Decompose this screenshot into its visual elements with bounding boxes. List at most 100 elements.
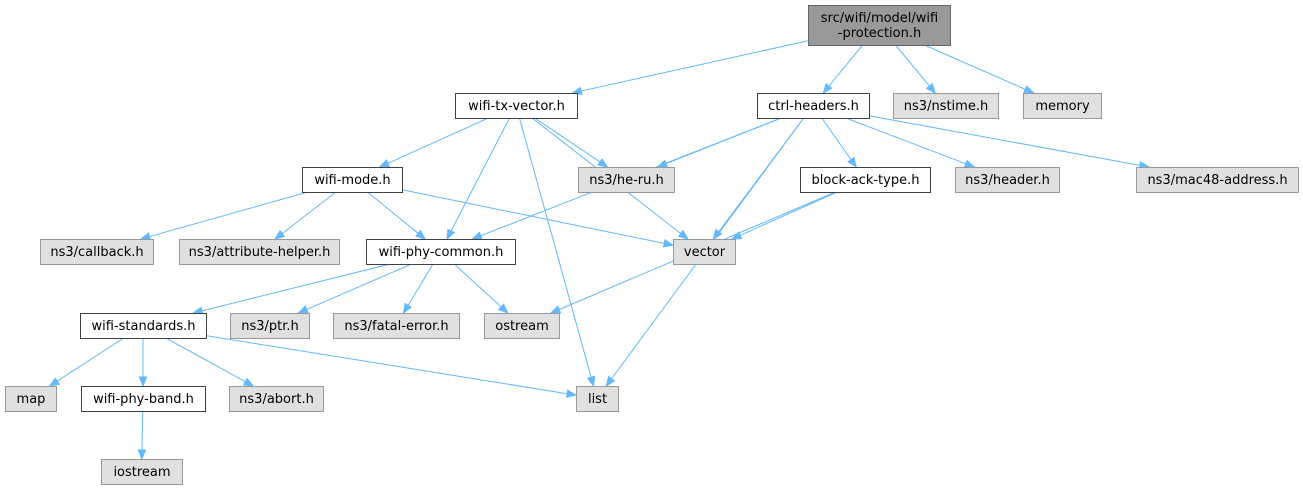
node-wifi-mode[interactable]: wifi-mode.h	[302, 167, 403, 193]
node-iostream: iostream	[101, 459, 183, 485]
edge-wifi_mode-to-wifi_phy_common	[367, 191, 419, 234]
node-box	[1023, 93, 1102, 119]
arrowhead-wifi_phy_band-to-iostream	[137, 449, 147, 461]
node-box	[578, 167, 675, 193]
arrowhead-wifi_phy_common-to-fatal_error	[402, 302, 413, 315]
arrowhead-wifi_tx_vector-to-list	[586, 375, 596, 388]
node-label: wifi-phy-common.h	[379, 245, 504, 260]
node-box	[179, 239, 340, 265]
node-box	[955, 167, 1060, 193]
node-box	[333, 313, 460, 339]
arrowhead-ctrl_headers-to-block_ack_type	[847, 156, 857, 169]
arrowhead-root-to-ctrl_headers	[822, 82, 833, 95]
node-label: memory	[1035, 99, 1090, 114]
node-label: iostream	[113, 465, 170, 480]
arrowhead-wifi_mode-to-attribute_helper	[274, 229, 286, 240]
edge-wifi_standards-to-map	[57, 337, 125, 382]
edge-root-to-wifi_tx_vector	[581, 40, 809, 92]
node-root: src/wifi/model/wifi-protection.h	[808, 5, 951, 46]
node-label: ns3/he-ru.h	[589, 173, 664, 188]
node-label: vector	[684, 245, 726, 260]
node-he-ru: ns3/he-ru.h	[578, 167, 675, 193]
node-box	[101, 459, 183, 485]
node-callback: ns3/callback.h	[40, 239, 154, 265]
edge-wifi_phy_common-to-fatal_error	[407, 263, 434, 306]
edge-ctrl_headers-to-he_ru	[665, 117, 782, 165]
arrowhead-block_ack_type-to-ostream	[549, 305, 562, 314]
node-ptr: ns3/ptr.h	[230, 313, 310, 339]
arrowhead-wifi_standards-to-map	[48, 377, 61, 387]
arrowhead-wifi_tx_vector-to-he_ru	[597, 158, 609, 168]
edge-ctrl_headers-to-header	[845, 117, 966, 165]
node-mac48: ns3/mac48-address.h	[1136, 167, 1299, 193]
arrowhead-wifi_tx_vector-to-wifi_mode	[378, 159, 391, 168]
edge-wifi_phy_common-to-ostream	[453, 263, 502, 308]
node-label: map	[17, 392, 46, 407]
node-wifi-phy-band[interactable]: wifi-phy-band.h	[81, 386, 206, 412]
node-wifi-phy-common[interactable]: wifi-phy-common.h	[366, 239, 516, 265]
node-label: ns3/abort.h	[239, 392, 314, 407]
node-box	[484, 313, 560, 339]
node-label: ns3/mac48-address.h	[1147, 173, 1287, 188]
node-wifi-standards[interactable]: wifi-standards.h	[80, 313, 207, 339]
arrowhead-wifi_standards-to-abort	[242, 377, 255, 387]
arrowhead-wifi_mode-to-wifi_phy_common	[415, 229, 427, 240]
node-attribute-helper: ns3/attribute-helper.h	[179, 239, 340, 265]
node-ctrl-headers[interactable]: ctrl-headers.h	[757, 93, 870, 119]
arrowhead-wifi_phy_common-to-ostream	[497, 303, 509, 314]
node-box	[673, 239, 736, 265]
node-label: ns3/nstime.h	[904, 99, 988, 114]
edge-wifi_tx_vector-to-wifi_phy_common	[450, 117, 510, 232]
node-label: wifi-tx-vector.h	[468, 99, 565, 114]
node-block-ack-type[interactable]: block-ack-type.h	[800, 167, 931, 193]
node-box	[893, 93, 999, 119]
node-list: list	[576, 386, 619, 412]
edge-wifi_mode-to-callback	[149, 191, 308, 238]
node-box	[81, 386, 206, 412]
edge-wifi_standards-to-list	[205, 335, 568, 395]
node-box	[302, 167, 403, 193]
edge-wifi_mode-to-vector	[401, 189, 665, 244]
node-memory: memory	[1023, 93, 1102, 119]
node-vector: vector	[673, 239, 736, 265]
node-box	[455, 93, 578, 119]
node-box	[576, 386, 619, 412]
node-label: wifi-mode.h	[314, 173, 390, 188]
edge-ctrl_headers-to-mac48	[868, 115, 1140, 166]
node-box	[5, 386, 57, 412]
node-label: ns3/attribute-helper.h	[189, 245, 331, 260]
arrowhead-wifi_phy_common-to-ptr	[297, 305, 309, 314]
node-nstime: ns3/nstime.h	[893, 93, 999, 119]
node-ostream: ostream	[484, 313, 560, 339]
node-box	[800, 167, 931, 193]
node-abort: ns3/abort.h	[229, 386, 324, 412]
arrowhead-wifi_standards-to-list	[565, 389, 578, 398]
node-label: ostream	[495, 319, 549, 334]
arrowhead-block_ack_type-to-vector	[730, 231, 743, 240]
arrowhead-wifi_mode-to-callback	[139, 232, 152, 241]
edge-wifi_tx_vector-to-list	[518, 117, 592, 378]
node-wifi-tx-vector[interactable]: wifi-tx-vector.h	[455, 93, 578, 119]
edge-wifi_tx_vector-to-he_ru	[534, 117, 601, 163]
node-label: block-ack-type.h	[812, 173, 920, 188]
arrowhead-root-to-nstime	[925, 82, 937, 95]
arrowhead-root-to-memory	[1023, 85, 1035, 94]
node-box	[366, 239, 516, 265]
edge-wifi_standards-to-abort	[165, 337, 246, 383]
arrowhead-wifi_tx_vector-to-vector	[677, 229, 689, 240]
edge-wifi_phy_band-to-iostream	[141, 410, 144, 451]
edge-root-to-nstime	[895, 44, 930, 87]
node-fatal-error: ns3/fatal-error.h	[333, 313, 460, 339]
node-label: ns3/header.h	[965, 173, 1050, 188]
arrowhead-ctrl_headers-to-list	[605, 375, 616, 388]
arrowhead-ctrl_headers-to-wifi_phy_common	[471, 231, 483, 240]
node-box	[230, 313, 310, 339]
node-label: wifi-phy-band.h	[93, 392, 194, 407]
arrowhead-wifi_standards-to-wifi_phy_band	[138, 376, 148, 388]
node-label: src/wifi/model/wifi	[821, 11, 938, 26]
edge-wifi_phy_common-to-wifi_standards	[201, 263, 391, 312]
node-box	[1136, 167, 1299, 193]
node-label: ctrl-headers.h	[768, 99, 859, 114]
node-label: -protection.h	[838, 26, 921, 41]
